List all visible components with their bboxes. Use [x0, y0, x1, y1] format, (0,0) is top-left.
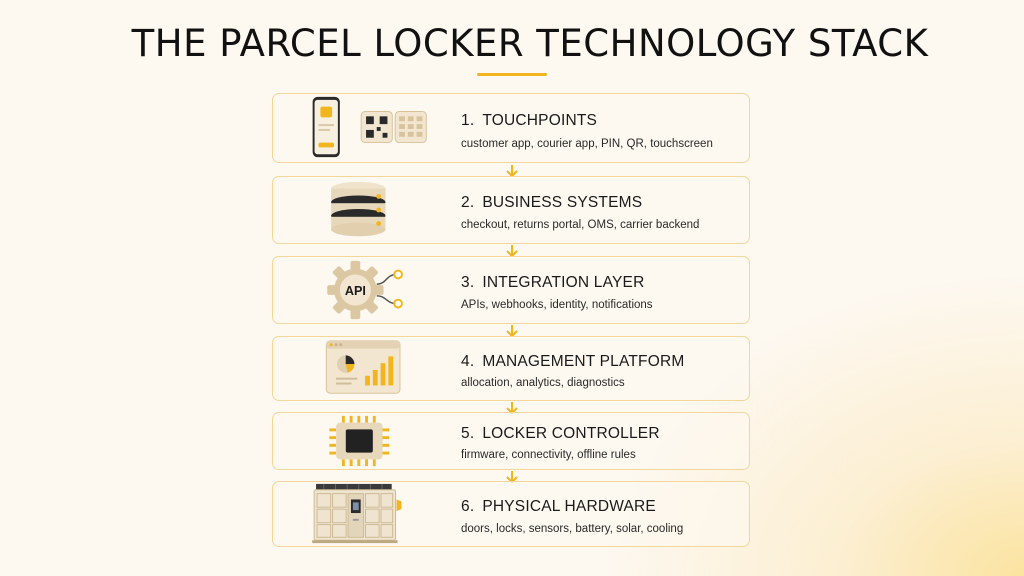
layer-number: 4. — [461, 353, 475, 370]
layer-name: BUSINESS SYSTEMS — [482, 194, 643, 211]
layer-name: PHYSICAL HARDWARE — [482, 498, 656, 515]
layer-details: firmware, connectivity, offline rules — [461, 449, 636, 461]
dashboard-icon — [325, 340, 401, 394]
layer-number: 5. — [461, 425, 475, 442]
layer-card-touchpoints: 1. TOUCHPOINTS customer app, courier app,… — [272, 93, 750, 163]
layer-title: 3. INTEGRATION LAYER — [461, 274, 644, 292]
layer-name: INTEGRATION LAYER — [482, 274, 645, 291]
api-gear-icon: API — [327, 260, 403, 320]
layer-name: TOUCHPOINTS — [482, 112, 598, 129]
layer-card-integration-layer: API 3. INTEGRATION LAYER APIs, webhooks, … — [272, 256, 750, 324]
layer-details: customer app, courier app, PIN, QR, touc… — [461, 138, 713, 150]
layer-title: 4. MANAGEMENT PLATFORM — [461, 353, 685, 371]
layer-title: 2. BUSINESS SYSTEMS — [461, 194, 642, 212]
layer-title: 5. LOCKER CONTROLLER — [461, 425, 660, 443]
api-badge: API — [345, 284, 366, 298]
layer-card-physical-hardware: 6. PHYSICAL HARDWARE doors, locks, sensor… — [272, 481, 750, 547]
layer-card-business-systems: 2. BUSINESS SYSTEMS checkout, returns por… — [272, 176, 750, 244]
layer-title: 1. TOUCHPOINTS — [461, 112, 597, 130]
phone-qr-keypad-icon — [312, 96, 427, 158]
layer-card-locker-controller: 5. LOCKER CONTROLLER firmware, connectivi… — [272, 412, 750, 470]
page-title: THE PARCEL LOCKER TECHNOLOGY STACK — [131, 22, 929, 65]
layer-number: 1. — [461, 112, 475, 129]
layer-name: MANAGEMENT PLATFORM — [482, 353, 685, 370]
layer-details: doors, locks, sensors, battery, solar, c… — [461, 523, 684, 535]
layer-name: LOCKER CONTROLLER — [482, 425, 660, 442]
layer-details: allocation, analytics, diagnostics — [461, 377, 625, 389]
layer-details: checkout, returns portal, OMS, carrier b… — [461, 219, 700, 231]
database-icon — [331, 181, 386, 237]
layer-title: 6. PHYSICAL HARDWARE — [461, 498, 656, 516]
locker-icon — [312, 483, 402, 544]
title-underline — [477, 73, 547, 76]
layer-number: 2. — [461, 194, 475, 211]
layer-card-management-platform: 4. MANAGEMENT PLATFORM allocation, analyt… — [272, 336, 750, 401]
layer-number: 6. — [461, 498, 475, 515]
layer-number: 3. — [461, 274, 475, 291]
chip-icon — [329, 415, 390, 467]
layer-details: APIs, webhooks, identity, notifications — [461, 299, 653, 311]
